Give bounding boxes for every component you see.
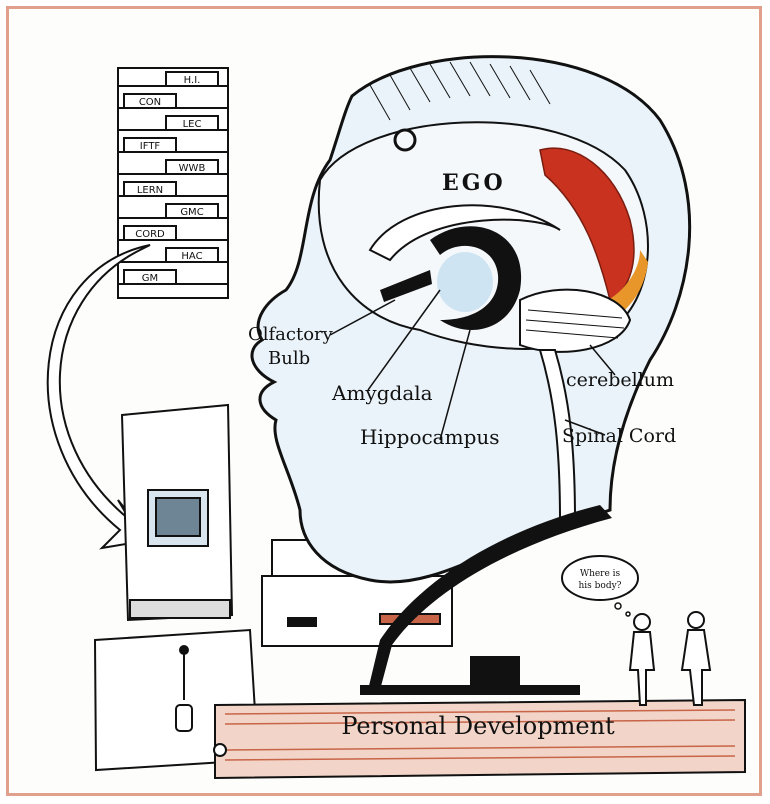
olfactory-label: Olfactory xyxy=(248,324,334,345)
observer-figures xyxy=(630,612,710,705)
cerebellum-label: cerebellum xyxy=(566,369,674,391)
file-card-tab-label: GM xyxy=(142,273,158,284)
spinal-cord-label: Spinal Cord xyxy=(562,425,676,447)
file-card-tab-label: IFTF xyxy=(140,141,161,152)
personal-development-label: Personal Development xyxy=(341,712,615,740)
file-card-tab-label: LERN xyxy=(137,185,163,196)
stand-base-bar xyxy=(360,685,580,695)
ego-label: EGO xyxy=(442,170,506,196)
stand-block xyxy=(470,656,520,686)
bulb-label: Bulb xyxy=(268,348,310,369)
amygdala-label: Amygdala xyxy=(331,381,433,405)
file-card-tab-label: CON xyxy=(139,97,161,108)
file-card-tab-label: HAC xyxy=(181,251,202,262)
file-card-tab-label: H.I. xyxy=(184,75,201,86)
thought-text-line1: Where is xyxy=(580,569,621,579)
head-profile xyxy=(252,57,690,582)
thought-text-line2: his body? xyxy=(578,581,621,591)
file-card-tab-label: WWB xyxy=(179,163,206,174)
file-card-tab-label: CORD xyxy=(135,229,165,240)
file-card-stack: H.I. CON LEC IFTF WWB LERN GMC CORD HAC GM xyxy=(118,68,228,298)
thought-bubble: Where is his body? xyxy=(562,556,638,616)
file-card-tab-label: GMC xyxy=(180,207,203,218)
file-card-tab-label: LEC xyxy=(183,119,202,130)
hippocampus-label: Hippocampus xyxy=(360,425,500,449)
